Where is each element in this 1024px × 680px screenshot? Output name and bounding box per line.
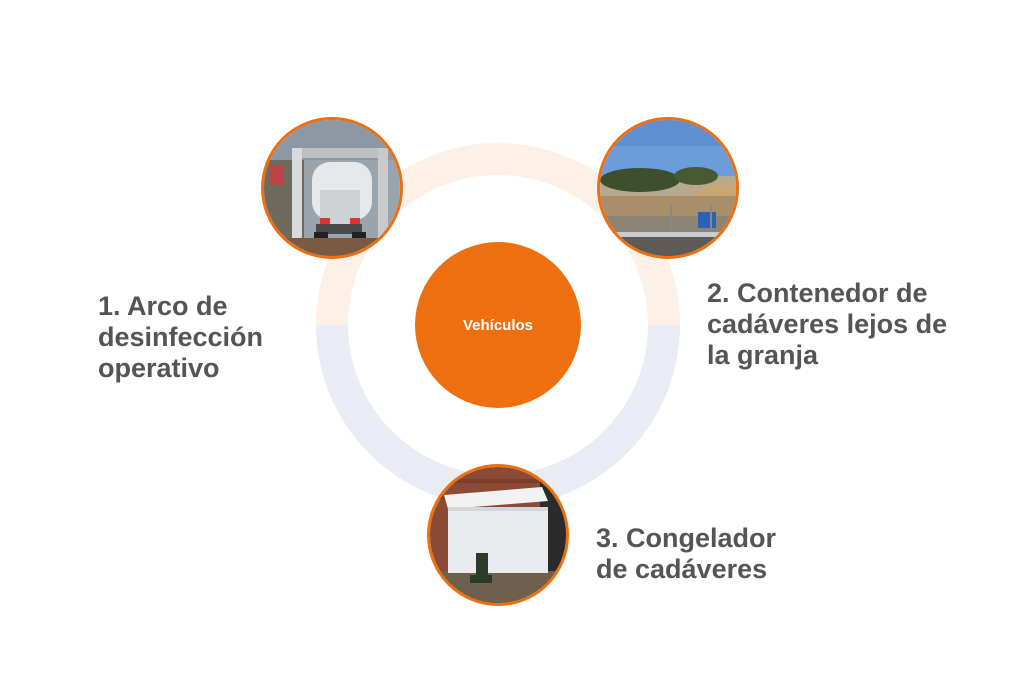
container-field-photo bbox=[597, 117, 739, 259]
step-3-label: 3. Congelador de cadáveres bbox=[596, 523, 776, 585]
step-1-line-1: 1. Arco de bbox=[98, 291, 228, 321]
step-3-line-2: de cadáveres bbox=[596, 554, 768, 584]
step-2-label: 2. Contenedor de cadáveres lejos de la g… bbox=[707, 278, 947, 371]
step-1-line-2: desinfección bbox=[98, 322, 264, 352]
step-2-line-1: 2. Contenedor de bbox=[707, 278, 928, 308]
step-3-line-1: 3. Congelador bbox=[596, 523, 777, 553]
truck-disinfection-arch-photo bbox=[261, 117, 403, 259]
center-label: Vehículos bbox=[462, 316, 534, 334]
step-2-line-3: la granja bbox=[707, 340, 819, 370]
center-node: Vehículos bbox=[415, 242, 581, 408]
step-2-line-2: cadáveres lejos de bbox=[707, 309, 948, 339]
chest-freezer-photo bbox=[427, 464, 569, 606]
step-1-label: 1. Arco de desinfección operativo bbox=[98, 291, 263, 384]
step-1-line-3: operativo bbox=[98, 353, 220, 383]
